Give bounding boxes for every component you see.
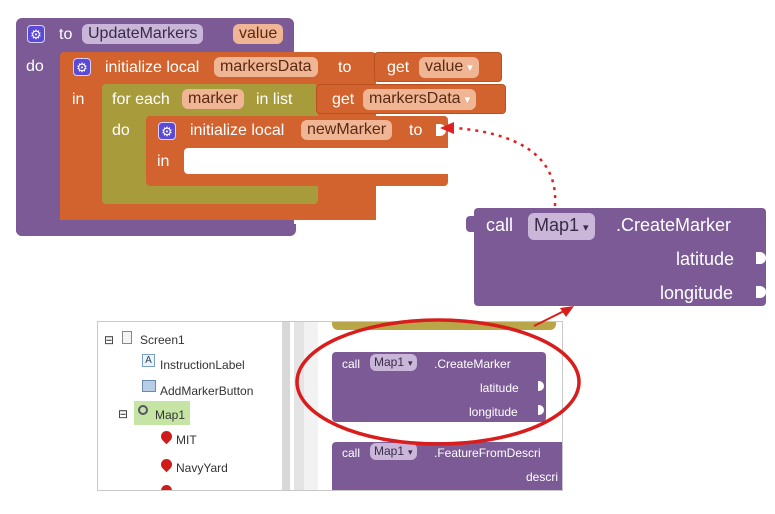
small-arg-longitude: longitude bbox=[469, 405, 518, 419]
init-markers-in-label: in bbox=[72, 91, 85, 108]
dropdown-caret-icon[interactable]: ▾ bbox=[464, 94, 471, 106]
init-markers-to-label: to bbox=[338, 59, 352, 76]
blocks-drawer-top bbox=[332, 322, 556, 330]
get-markers-var-text: markersData bbox=[369, 90, 461, 107]
get-markers-label: get bbox=[332, 91, 355, 108]
create-marker-block-small[interactable] bbox=[332, 352, 546, 422]
init-new-marker-to-label: to bbox=[409, 122, 423, 139]
annotation-arrow bbox=[440, 122, 557, 215]
input-socket[interactable] bbox=[538, 405, 544, 415]
feature-call-label: call bbox=[342, 446, 361, 460]
annotation-arrow-solid bbox=[533, 306, 574, 327]
small-method-label: .CreateMarker bbox=[434, 357, 511, 371]
tree-toggle-icon[interactable]: ⊟ bbox=[104, 333, 115, 347]
for-each-keyword: for each bbox=[112, 91, 170, 108]
input-socket[interactable] bbox=[436, 124, 446, 136]
for-each-in-list-label: in list bbox=[256, 91, 293, 108]
init-new-marker-var[interactable]: newMarker bbox=[301, 120, 393, 140]
get-markers-var[interactable]: markersData▾ bbox=[363, 89, 477, 110]
marker-pin-icon bbox=[158, 482, 175, 490]
feature-method-label: .FeatureFromDescri bbox=[434, 446, 541, 460]
dropdown-caret-icon[interactable]: ▾ bbox=[467, 62, 473, 74]
map-magnifier-icon bbox=[138, 405, 148, 415]
highlight-ellipse bbox=[295, 318, 581, 446]
tree-item-instruction-label[interactable]: InstructionLabel bbox=[160, 358, 245, 372]
procedure-name[interactable]: UpdateMarkers bbox=[82, 24, 204, 44]
create-marker-block-large[interactable] bbox=[474, 208, 766, 306]
components-panel: ⊟ Screen1 A InstructionLabel AddMarkerBu… bbox=[97, 321, 563, 491]
dropdown-caret-icon[interactable]: ▾ bbox=[408, 358, 413, 368]
procedure-gear-icon[interactable]: ⚙ bbox=[27, 25, 45, 43]
create-marker-call-label: call bbox=[486, 215, 514, 235]
label-icon: A bbox=[142, 354, 155, 367]
panel-divider[interactable] bbox=[294, 322, 304, 490]
tree-item-add-marker-button[interactable]: AddMarkerButton bbox=[160, 384, 254, 398]
init-new-marker-in-label: in bbox=[157, 153, 170, 170]
panel-divider[interactable] bbox=[282, 322, 290, 490]
feature-component-text: Map1 bbox=[374, 444, 405, 458]
marker-pin-icon bbox=[158, 456, 175, 473]
feature-component-pill[interactable]: Map1▾ bbox=[370, 443, 417, 460]
create-marker-method: .CreateMarker bbox=[616, 215, 732, 235]
create-marker-component-text: Map1 bbox=[534, 215, 580, 235]
marker-pin-icon bbox=[158, 428, 175, 445]
input-socket[interactable] bbox=[756, 286, 766, 298]
procedure-do-label: do bbox=[26, 58, 44, 75]
dropdown-caret-icon[interactable]: ▾ bbox=[408, 447, 413, 457]
input-socket[interactable] bbox=[538, 381, 544, 391]
procedure-keyword: to bbox=[59, 26, 73, 43]
init-markers-gear-icon[interactable]: ⚙ bbox=[73, 58, 91, 76]
procedure-param[interactable]: value bbox=[233, 24, 284, 44]
button-icon bbox=[142, 380, 156, 392]
for-each-do-label: do bbox=[112, 122, 130, 139]
input-socket[interactable] bbox=[756, 252, 766, 264]
small-call-label: call bbox=[342, 357, 361, 371]
dropdown-caret-icon[interactable]: ▾ bbox=[583, 222, 589, 234]
tree-item-screen1[interactable]: Screen1 bbox=[140, 333, 185, 347]
get-value-var-text: value bbox=[425, 58, 464, 75]
small-arg-latitude: latitude bbox=[480, 381, 519, 395]
get-value-var[interactable]: value▾ bbox=[419, 57, 479, 78]
tree-item-map1[interactable]: Map1 bbox=[155, 408, 186, 422]
for-each-var[interactable]: marker bbox=[182, 89, 244, 109]
small-component-pill[interactable]: Map1▾ bbox=[370, 354, 417, 371]
init-new-marker-gear-icon[interactable]: ⚙ bbox=[158, 122, 176, 140]
tree-toggle-icon[interactable]: ⊟ bbox=[118, 407, 129, 421]
small-component-text: Map1 bbox=[374, 355, 405, 369]
screen-icon bbox=[122, 331, 132, 344]
init-markers-keyword: initialize local bbox=[105, 59, 200, 76]
init-markers-var[interactable]: markersData bbox=[214, 57, 318, 77]
tree-item-navy-yard[interactable]: NavyYard bbox=[176, 461, 228, 475]
tree-item-mit[interactable]: MIT bbox=[176, 433, 197, 447]
create-marker-arg-latitude: latitude bbox=[676, 249, 735, 269]
init-new-marker-keyword: initialize local bbox=[190, 122, 285, 139]
feature-arg-descri: descri bbox=[526, 470, 559, 484]
create-marker-arg-longitude: longitude bbox=[660, 283, 734, 303]
create-marker-component[interactable]: Map1▾ bbox=[528, 213, 595, 240]
get-value-label: get bbox=[387, 59, 410, 76]
